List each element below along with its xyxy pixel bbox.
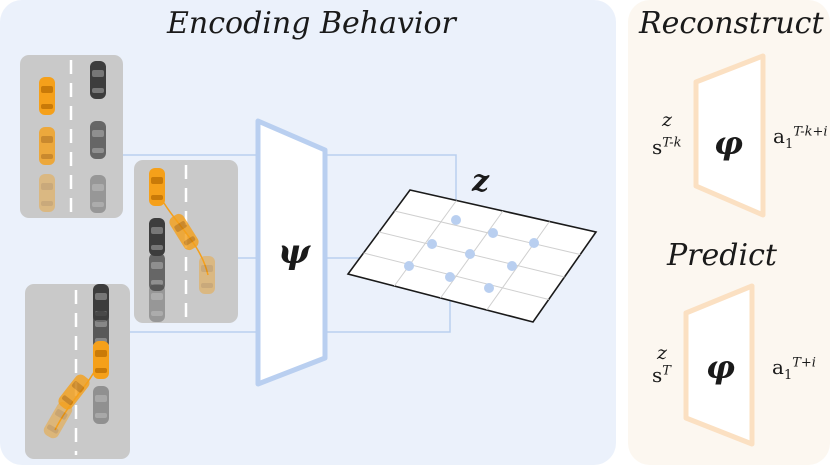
car-orange-icon <box>149 168 165 206</box>
car-orange-icon <box>39 77 55 115</box>
car-dark-icon <box>90 61 106 99</box>
reconstruct-action-label: a1T-k+i <box>773 124 828 152</box>
encoding-title: Encoding Behavior <box>167 6 456 41</box>
reconstruct-s: s <box>652 135 663 159</box>
reconstruct-a: a <box>773 124 785 148</box>
car-orange-icon <box>39 174 55 212</box>
predict-phi-symbol: φ <box>706 348 735 386</box>
reconstruct-a-sub: 1 <box>784 137 794 152</box>
predict-title: Predict <box>667 238 777 273</box>
predict-s: s <box>652 363 663 387</box>
car-orange-icon <box>93 341 109 379</box>
predict-a: a <box>772 355 784 379</box>
car-orange-icon <box>199 256 215 294</box>
reconstruct-title: Reconstruct <box>639 6 824 41</box>
car-dark-icon <box>93 386 109 424</box>
driving-scene-1 <box>20 55 123 218</box>
predict-s-sup: T <box>662 363 671 379</box>
predict-z-label: z <box>657 342 668 364</box>
reconstruct-z-label: z <box>662 109 673 131</box>
reconstruct-s-sup: T-k <box>662 135 682 151</box>
scene-connectors <box>123 154 258 333</box>
reconstruct-phi-symbol: φ <box>714 124 743 162</box>
trapezoid-encoder-icon <box>255 118 328 387</box>
reconstruct-a-sup: T-k+i <box>793 124 828 140</box>
predict-a-sub: 1 <box>783 368 793 383</box>
trapezoid-decoder-icon <box>683 283 755 447</box>
driving-scene-3 <box>25 284 130 459</box>
encoder-symbol: ψ <box>278 232 311 272</box>
car-dark-icon <box>90 175 106 213</box>
predict-a-sup: T+i <box>792 355 816 371</box>
predict-state-label: sT <box>652 363 671 387</box>
car-orange-icon <box>39 127 55 165</box>
car-dark-icon <box>90 121 106 159</box>
car-dark-icon <box>149 284 165 322</box>
predict-action-label: a1T+i <box>772 355 816 383</box>
reconstruct-state-label: sT-k <box>652 135 682 159</box>
driving-scene-2 <box>134 160 238 323</box>
car-dark-icon <box>149 218 165 256</box>
trapezoid-decoder-icon <box>693 53 766 218</box>
latent-label: z <box>472 164 490 199</box>
latent-grid-icon <box>346 189 598 323</box>
